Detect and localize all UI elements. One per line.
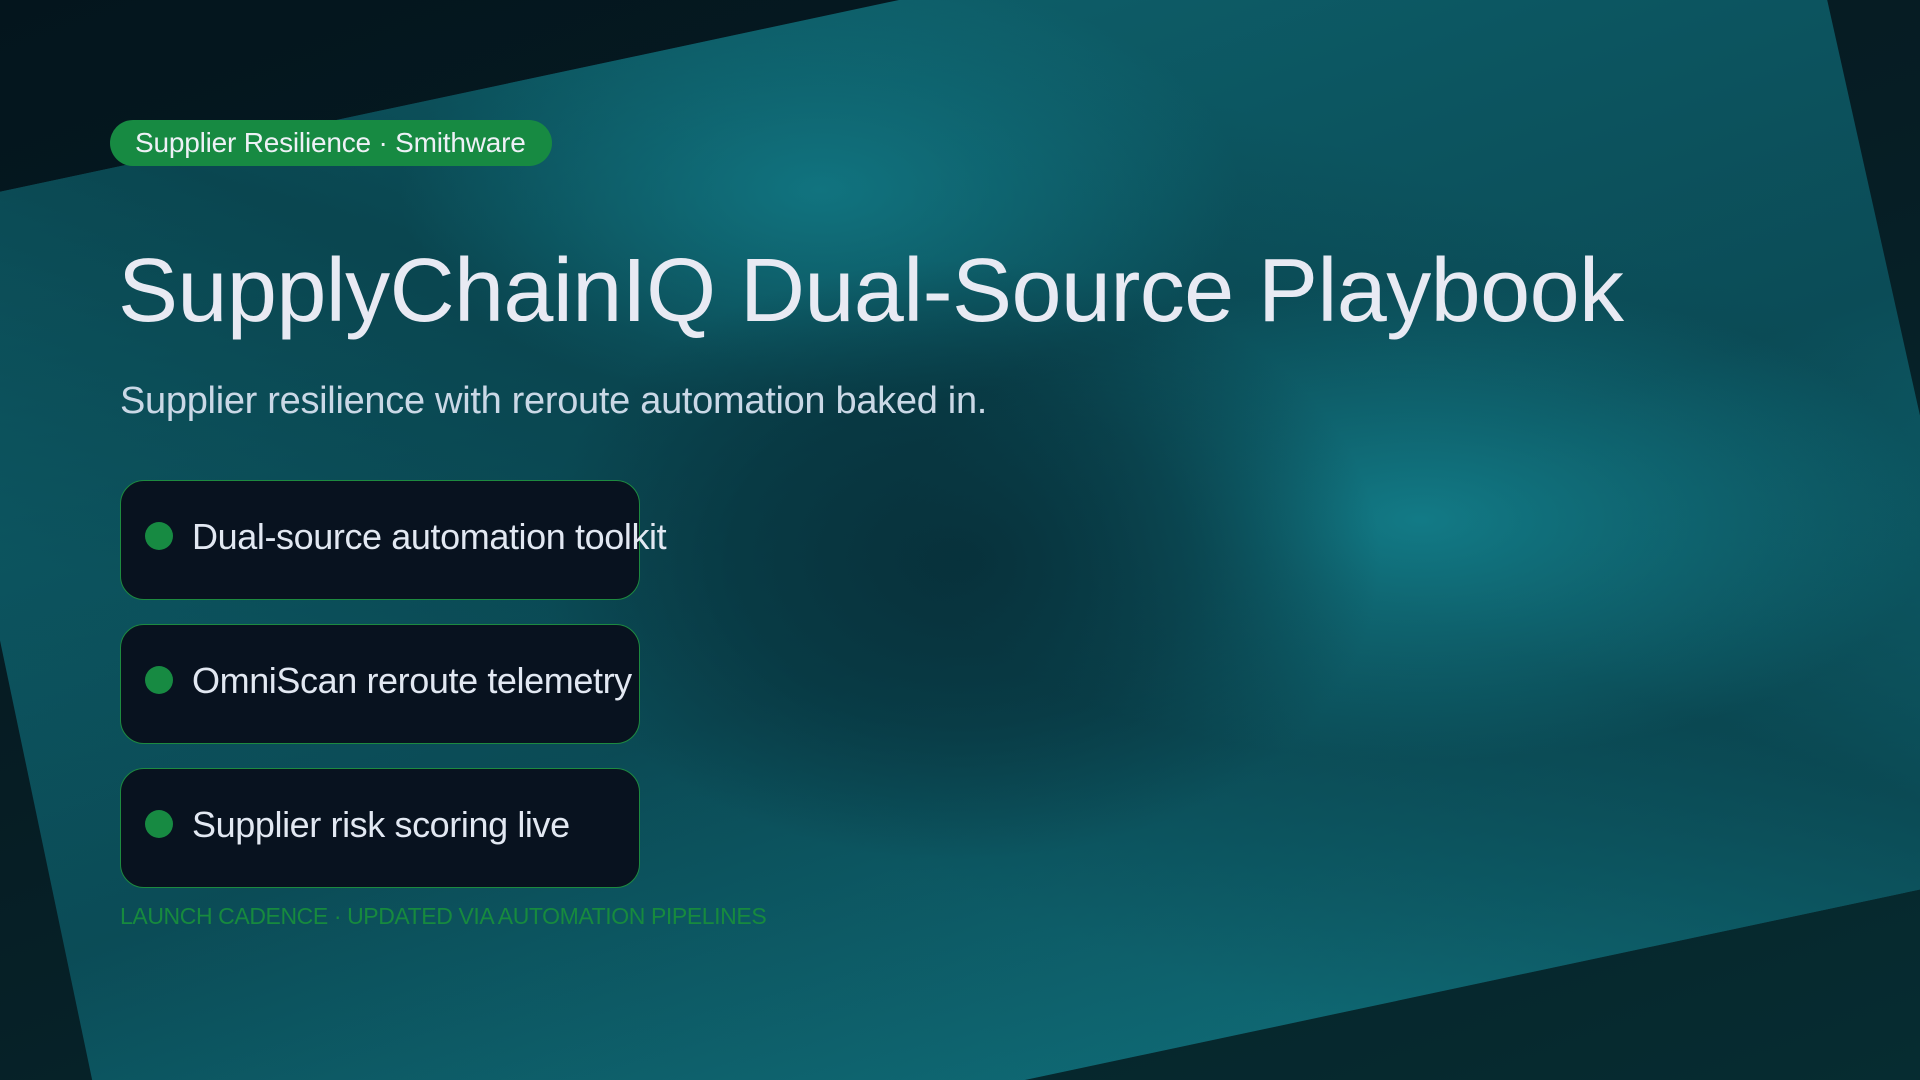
green-dot-icon <box>145 522 173 550</box>
feature-card: Dual-source automation toolkit <box>120 480 667 600</box>
feature-card: OmniScan reroute telemetry <box>120 624 640 744</box>
footer-caption: LAUNCH CADENCE · UPDATED VIA AUTOMATION … <box>120 903 767 929</box>
feature-label: Dual-source automation toolkit <box>192 516 667 557</box>
slide-subtitle: Supplier resilience with reroute automat… <box>120 380 988 422</box>
category-badge: Supplier Resilience · Smithware <box>110 120 552 166</box>
feature-card: Supplier risk scoring live <box>120 768 640 888</box>
green-dot-icon <box>145 810 173 838</box>
slide-title: SupplyChainIQ Dual-Source Playbook <box>118 241 1624 341</box>
green-dot-icon <box>145 666 173 694</box>
feature-label: Supplier risk scoring live <box>192 804 570 845</box>
feature-list: Dual-source automation toolkit OmniScan … <box>120 480 667 912</box>
feature-label: OmniScan reroute telemetry <box>192 660 632 701</box>
